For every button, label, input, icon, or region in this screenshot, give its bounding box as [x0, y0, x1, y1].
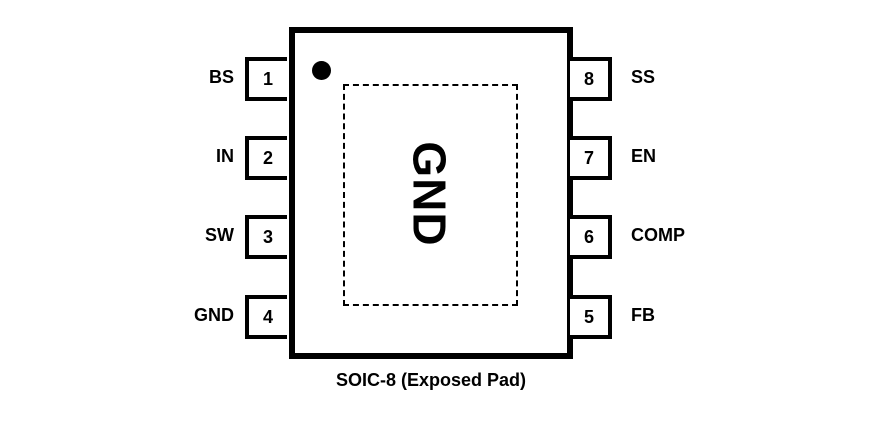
exposed-pad: GND: [344, 84, 516, 304]
exposed-pad-label: GND: [403, 141, 456, 247]
pin-5-label: FB: [631, 305, 655, 325]
pin-7: 7: [570, 136, 612, 180]
pin-3-label: SW: [205, 225, 234, 245]
pin-7-label: EN: [631, 146, 657, 166]
pin-5: 5: [570, 295, 612, 339]
package-body: [289, 27, 573, 359]
exposed-pad-outline: [343, 84, 518, 306]
pin-1: 1: [245, 57, 287, 101]
pin-3: 3: [245, 215, 287, 259]
pin-2: 2: [245, 136, 287, 180]
pin-8: 8: [570, 57, 612, 101]
pin-4-label: GND: [194, 305, 234, 325]
pin-1-label: BS: [208, 67, 234, 87]
pin-6: 6: [570, 215, 612, 259]
package-caption: SOIC-8 (Exposed Pad): [335, 370, 527, 390]
pin-8-label: SS: [631, 67, 656, 87]
pin-6-label: COMP: [631, 225, 685, 245]
pin-4: 4: [245, 295, 287, 339]
pin1-indicator-dot: [312, 61, 331, 80]
pin-2-label: IN: [216, 146, 234, 166]
